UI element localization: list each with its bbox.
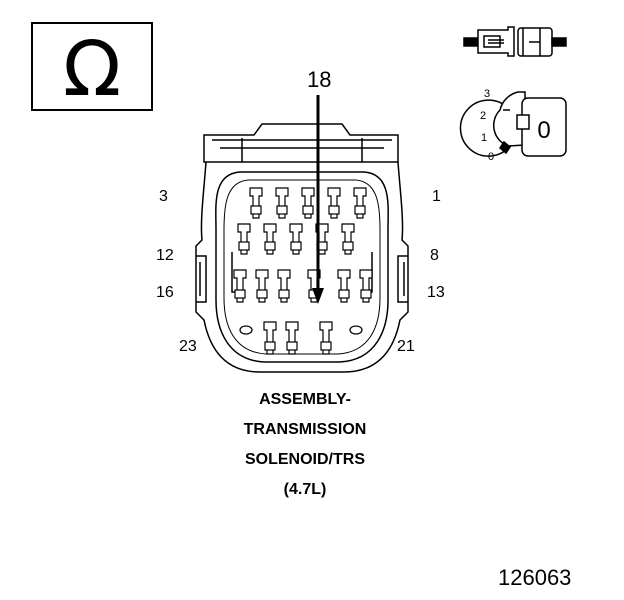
keying-slot (349, 325, 363, 335)
terminal-latch (234, 289, 246, 299)
terminal-latch (328, 205, 340, 215)
pin-label-1: 1 (432, 188, 441, 205)
connector-title-line-4: (4.7L) (283, 481, 327, 498)
ohm-symbol: Ω (63, 24, 121, 113)
connector-title-line-3: SOLENOID/TRS (244, 451, 365, 468)
pin-label-16: 16 (156, 284, 174, 301)
terminal-latch (302, 205, 314, 215)
key-position-3: 3 (484, 88, 490, 100)
terminal-latch (250, 205, 262, 215)
terminal-latch (264, 341, 276, 351)
pin-label-12: 12 (156, 247, 174, 264)
keying-slot (239, 325, 253, 335)
figure-number: 126063 (498, 565, 572, 590)
pin-label-8: 8 (430, 247, 439, 264)
terminal-cavities (233, 187, 373, 355)
connector-title-line-1: ASSEMBLY- (259, 391, 351, 408)
pin-label-21: 21 (397, 338, 415, 355)
terminal-latch (342, 241, 354, 251)
terminal-latch (360, 289, 372, 299)
connector-body (195, 123, 409, 373)
ignition-key-off-icon (459, 91, 567, 157)
key-position-0: 0 (488, 151, 494, 163)
key-position-2: 2 (480, 110, 486, 122)
pin-label-23: 23 (179, 338, 197, 355)
terminal-latch (354, 205, 366, 215)
pin-label-13: 13 (427, 284, 445, 301)
terminal-latch (320, 341, 332, 351)
terminal-latch (238, 241, 250, 251)
terminal-latch (278, 289, 290, 299)
disconnected-connector-icon (463, 26, 567, 57)
terminal-latch (264, 241, 276, 251)
key-position-1: 1 (481, 132, 487, 144)
connector-title-line-2: TRANSMISSION (243, 421, 367, 438)
callout-pin-label: 18 (307, 67, 332, 92)
terminal-latch (286, 341, 298, 351)
terminal-latch (276, 205, 288, 215)
terminal-latch (338, 289, 350, 299)
terminal-latch (290, 241, 302, 251)
ohmmeter-icon: Ω (31, 22, 153, 113)
callout-arrow (312, 95, 324, 304)
terminal-latch (256, 289, 268, 299)
key-label: 0 (537, 117, 550, 144)
pin-label-3: 3 (159, 188, 168, 205)
